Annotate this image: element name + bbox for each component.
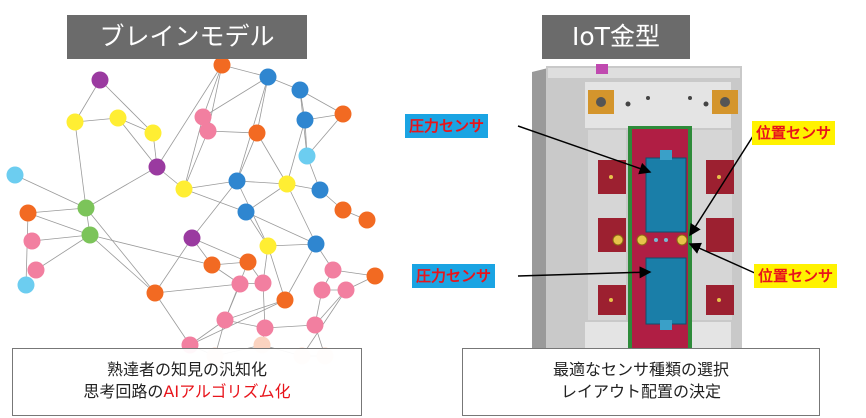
iot-caption-line1: 最適なセンサ種類の選択 [552,360,729,379]
network-edge [35,234,91,271]
network-node [199,122,217,140]
network-edge [256,132,288,185]
network-node [146,284,164,302]
brain-caption-line1: 熟達者の知見の汎知化 [106,360,267,379]
network-node [17,276,35,294]
network-edge [156,64,223,168]
network-node [237,203,255,221]
network-node [311,181,329,199]
network-edge [31,234,91,242]
brain-caption-line2: 思考回路のAIアルゴリズム化 [13,381,361,403]
network-node [334,105,352,123]
network-node [278,175,296,193]
network-node [291,81,309,99]
network-node [19,204,37,222]
network-edge [154,237,193,294]
network-node [324,261,342,279]
network-edge [236,132,258,182]
network-node [259,68,277,86]
network-node [109,109,127,127]
network-edge [154,292,191,346]
network-edge [85,207,156,294]
network-node [144,124,162,142]
network-node [298,147,316,165]
network-edge [286,119,306,185]
network-edge [202,64,223,118]
network-edge [183,130,209,190]
network-node [81,226,99,244]
position-sensor-label-top: 位置センサ [752,121,836,145]
brain-caption-line2-prefix: 思考回路の [83,382,164,401]
network-edge [74,121,87,209]
network-node [334,201,352,219]
network-node [77,199,95,217]
network-node [213,56,231,74]
network-edge [191,237,249,263]
network-node [66,113,84,131]
network-node [228,172,246,190]
network-edge [286,183,317,245]
network-node [27,261,45,279]
iot-mold-caption: 最適なセンサ種類の選択 レイアウト配置の決定 [462,348,820,416]
brain-model-title: ブレインモデル [67,15,307,59]
network-node [6,166,24,184]
network-node [148,158,166,176]
network-node [23,232,41,250]
network-edge [224,299,286,321]
network-node [183,229,201,247]
network-edge [267,245,286,301]
network-node [276,291,294,309]
network-edge [85,166,158,209]
network-node [366,267,384,285]
network-edge [25,212,29,286]
network-edge [202,76,269,118]
network-edge [301,289,347,357]
network-edge [245,211,317,245]
network-edge [117,117,158,168]
network-node [203,256,221,274]
network-edge [89,234,156,294]
iot-mold-title: IoT金型 [542,15,690,59]
network-node [194,108,212,126]
network-edge [89,234,213,266]
network-edge [183,180,238,190]
network-node [358,211,376,229]
network-edge [27,212,91,236]
network-edge [183,188,247,213]
position-sensor-label-bottom: 位置センサ [754,264,838,288]
network-node [239,253,257,271]
network-edge [191,180,238,239]
network-node [306,316,324,334]
network-edge [154,283,241,294]
network-node [313,281,331,299]
network-edge [27,207,87,214]
network-node [307,235,325,253]
network-edge [284,243,317,301]
network-edge [306,113,344,157]
network-node [254,274,272,292]
network-node [296,111,314,129]
network-edge [99,79,154,134]
network-node [259,237,277,255]
network-edge [256,76,269,134]
brain-model-caption: 熟達者の知見の汎知化 思考回路のAIアルゴリズム化 [12,348,362,416]
network-node [175,180,193,198]
network-edge [189,299,286,346]
network-node [337,281,355,299]
iot-caption-line2: レイアウト配置の決定 [560,382,721,401]
network-node [248,124,266,142]
network-edge [14,174,87,209]
network-node [91,71,109,89]
network-node [256,319,274,337]
pressure-sensor-label-bottom: 圧力センサ [412,264,496,288]
network-node [231,275,249,293]
network-node [216,311,234,329]
brain-caption-line2-highlight: AIアルゴリズム化 [163,382,291,401]
pressure-sensor-label-top: 圧力センサ [405,114,489,138]
